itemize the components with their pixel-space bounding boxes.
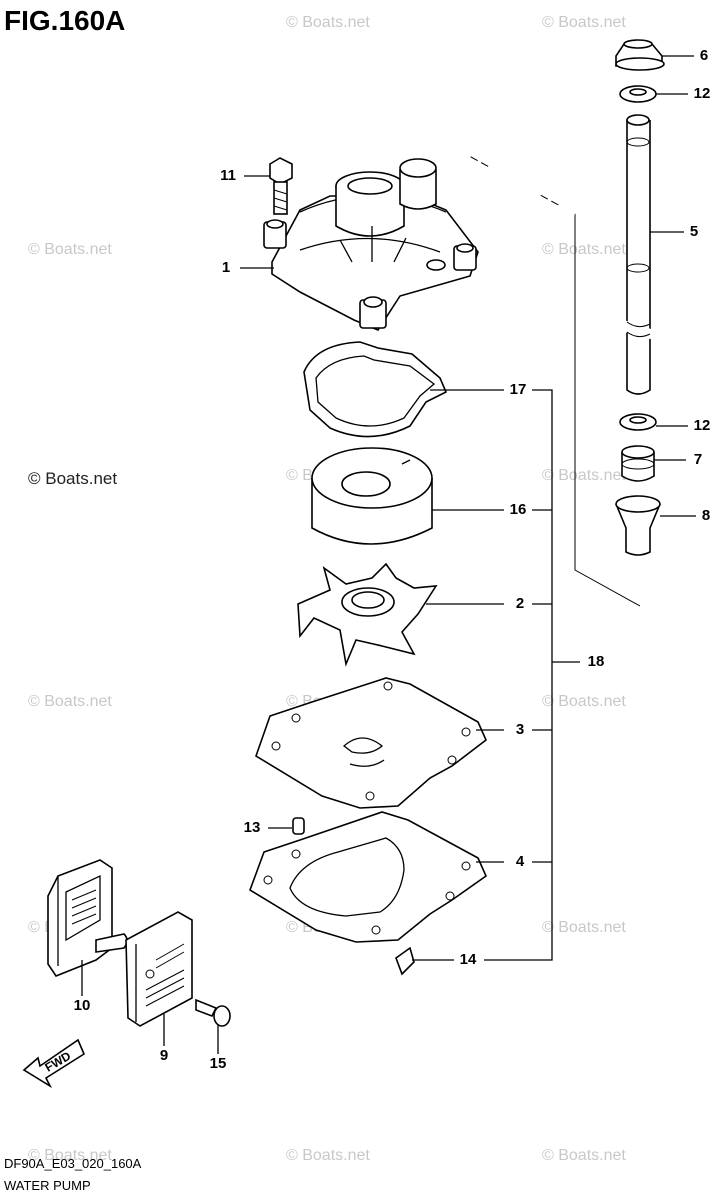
label-7: 7 [694,451,702,468]
watermark: © Boats.net [542,467,626,484]
label-14: 14 [460,951,477,968]
label-10: 10 [74,997,91,1014]
label-12-lower: 12 [694,417,711,434]
tube-sleeve [615,495,661,556]
figure-code: DF90A_E03_020_160A [4,1156,142,1171]
label-5: 5 [690,223,698,240]
watermarks: © Boats.net © Boats.net © Boats.net © Bo… [28,14,626,1164]
water-tube [624,114,654,395]
tube-seal-lower [619,413,657,431]
watermark: © Boats.net [28,693,112,710]
pump-case [263,158,479,331]
leader-lines [81,55,696,1054]
impeller-key [395,946,415,976]
label-2: 2 [516,595,524,612]
assembly-guide-line [417,126,641,607]
screw [195,998,231,1027]
label-17: 17 [510,381,527,398]
liner-gasket [303,341,448,438]
tube-grommet [615,39,665,71]
label-16: 16 [510,501,527,518]
label-3: 3 [516,721,524,738]
label-12-upper: 12 [694,85,711,102]
watermark: © Boats.net [542,1147,626,1164]
watermark: © Boats.net [28,469,117,488]
tube-bushing [621,445,655,482]
water-screen [47,859,128,977]
label-11: 11 [220,167,236,184]
figure-title: FIG.160A [4,5,125,36]
fwd-arrow: FWD [22,1038,86,1089]
watermark: © Boats.net [542,14,626,31]
label-13: 13 [244,819,261,836]
label-15: 15 [210,1055,227,1072]
impeller [297,562,438,667]
label-9: 9 [160,1047,168,1064]
part-labels: 1 2 3 4 5 6 7 8 9 10 11 12 12 13 14 15 1… [74,47,711,1072]
figure-name: WATER PUMP [4,1178,91,1193]
pump-plate [255,677,487,809]
watermark: © Boats.net [542,919,626,936]
label-8: 8 [702,507,710,524]
bolt [269,157,293,215]
label-1: 1 [222,259,230,276]
watermark: © Boats.net [542,693,626,710]
tube-seal-upper [619,85,657,103]
label-6: 6 [700,47,708,64]
label-4: 4 [516,853,525,870]
water-screen-cover [125,911,193,1027]
watermark: © Boats.net [286,14,370,31]
label-18: 18 [588,653,605,670]
watermark: © Boats.net [542,241,626,258]
watermark: © Boats.net [286,1147,370,1164]
watermark: © Boats.net [28,241,112,258]
dowel-pin [292,817,305,835]
plate-gasket [249,811,487,943]
watermark: © Boats.net [28,1147,112,1164]
pump-case-insert [311,447,433,545]
